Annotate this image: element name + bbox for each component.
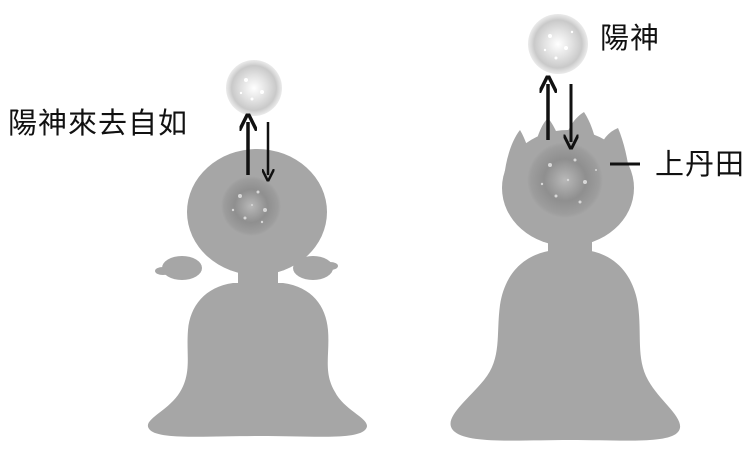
right-upper-dantian-orb — [527, 142, 603, 218]
left-spirit-orb — [226, 60, 282, 116]
right-hair-bun — [293, 256, 333, 280]
right-dantian-sparkles — [540, 158, 597, 204]
left-figure — [147, 60, 368, 437]
left-dantian-orb — [221, 176, 281, 236]
left-figure-caption: 陽神來去自如 — [8, 106, 189, 140]
right-spirit-sparkles — [543, 30, 574, 60]
left-hair-bun — [162, 256, 202, 280]
right-spirit-caption: 陽神 — [600, 21, 661, 55]
left-spirit-sparkles — [239, 78, 264, 101]
right-figure-body — [450, 250, 681, 441]
left-hair-tip — [155, 267, 171, 275]
left-dantian-sparkles — [231, 190, 267, 224]
right-figure — [450, 14, 681, 441]
right-spirit-orb — [528, 14, 588, 74]
left-figure-body — [147, 283, 368, 437]
right-hair-tip — [322, 262, 338, 270]
upper-dantian-caption: 上丹田 — [655, 147, 746, 181]
